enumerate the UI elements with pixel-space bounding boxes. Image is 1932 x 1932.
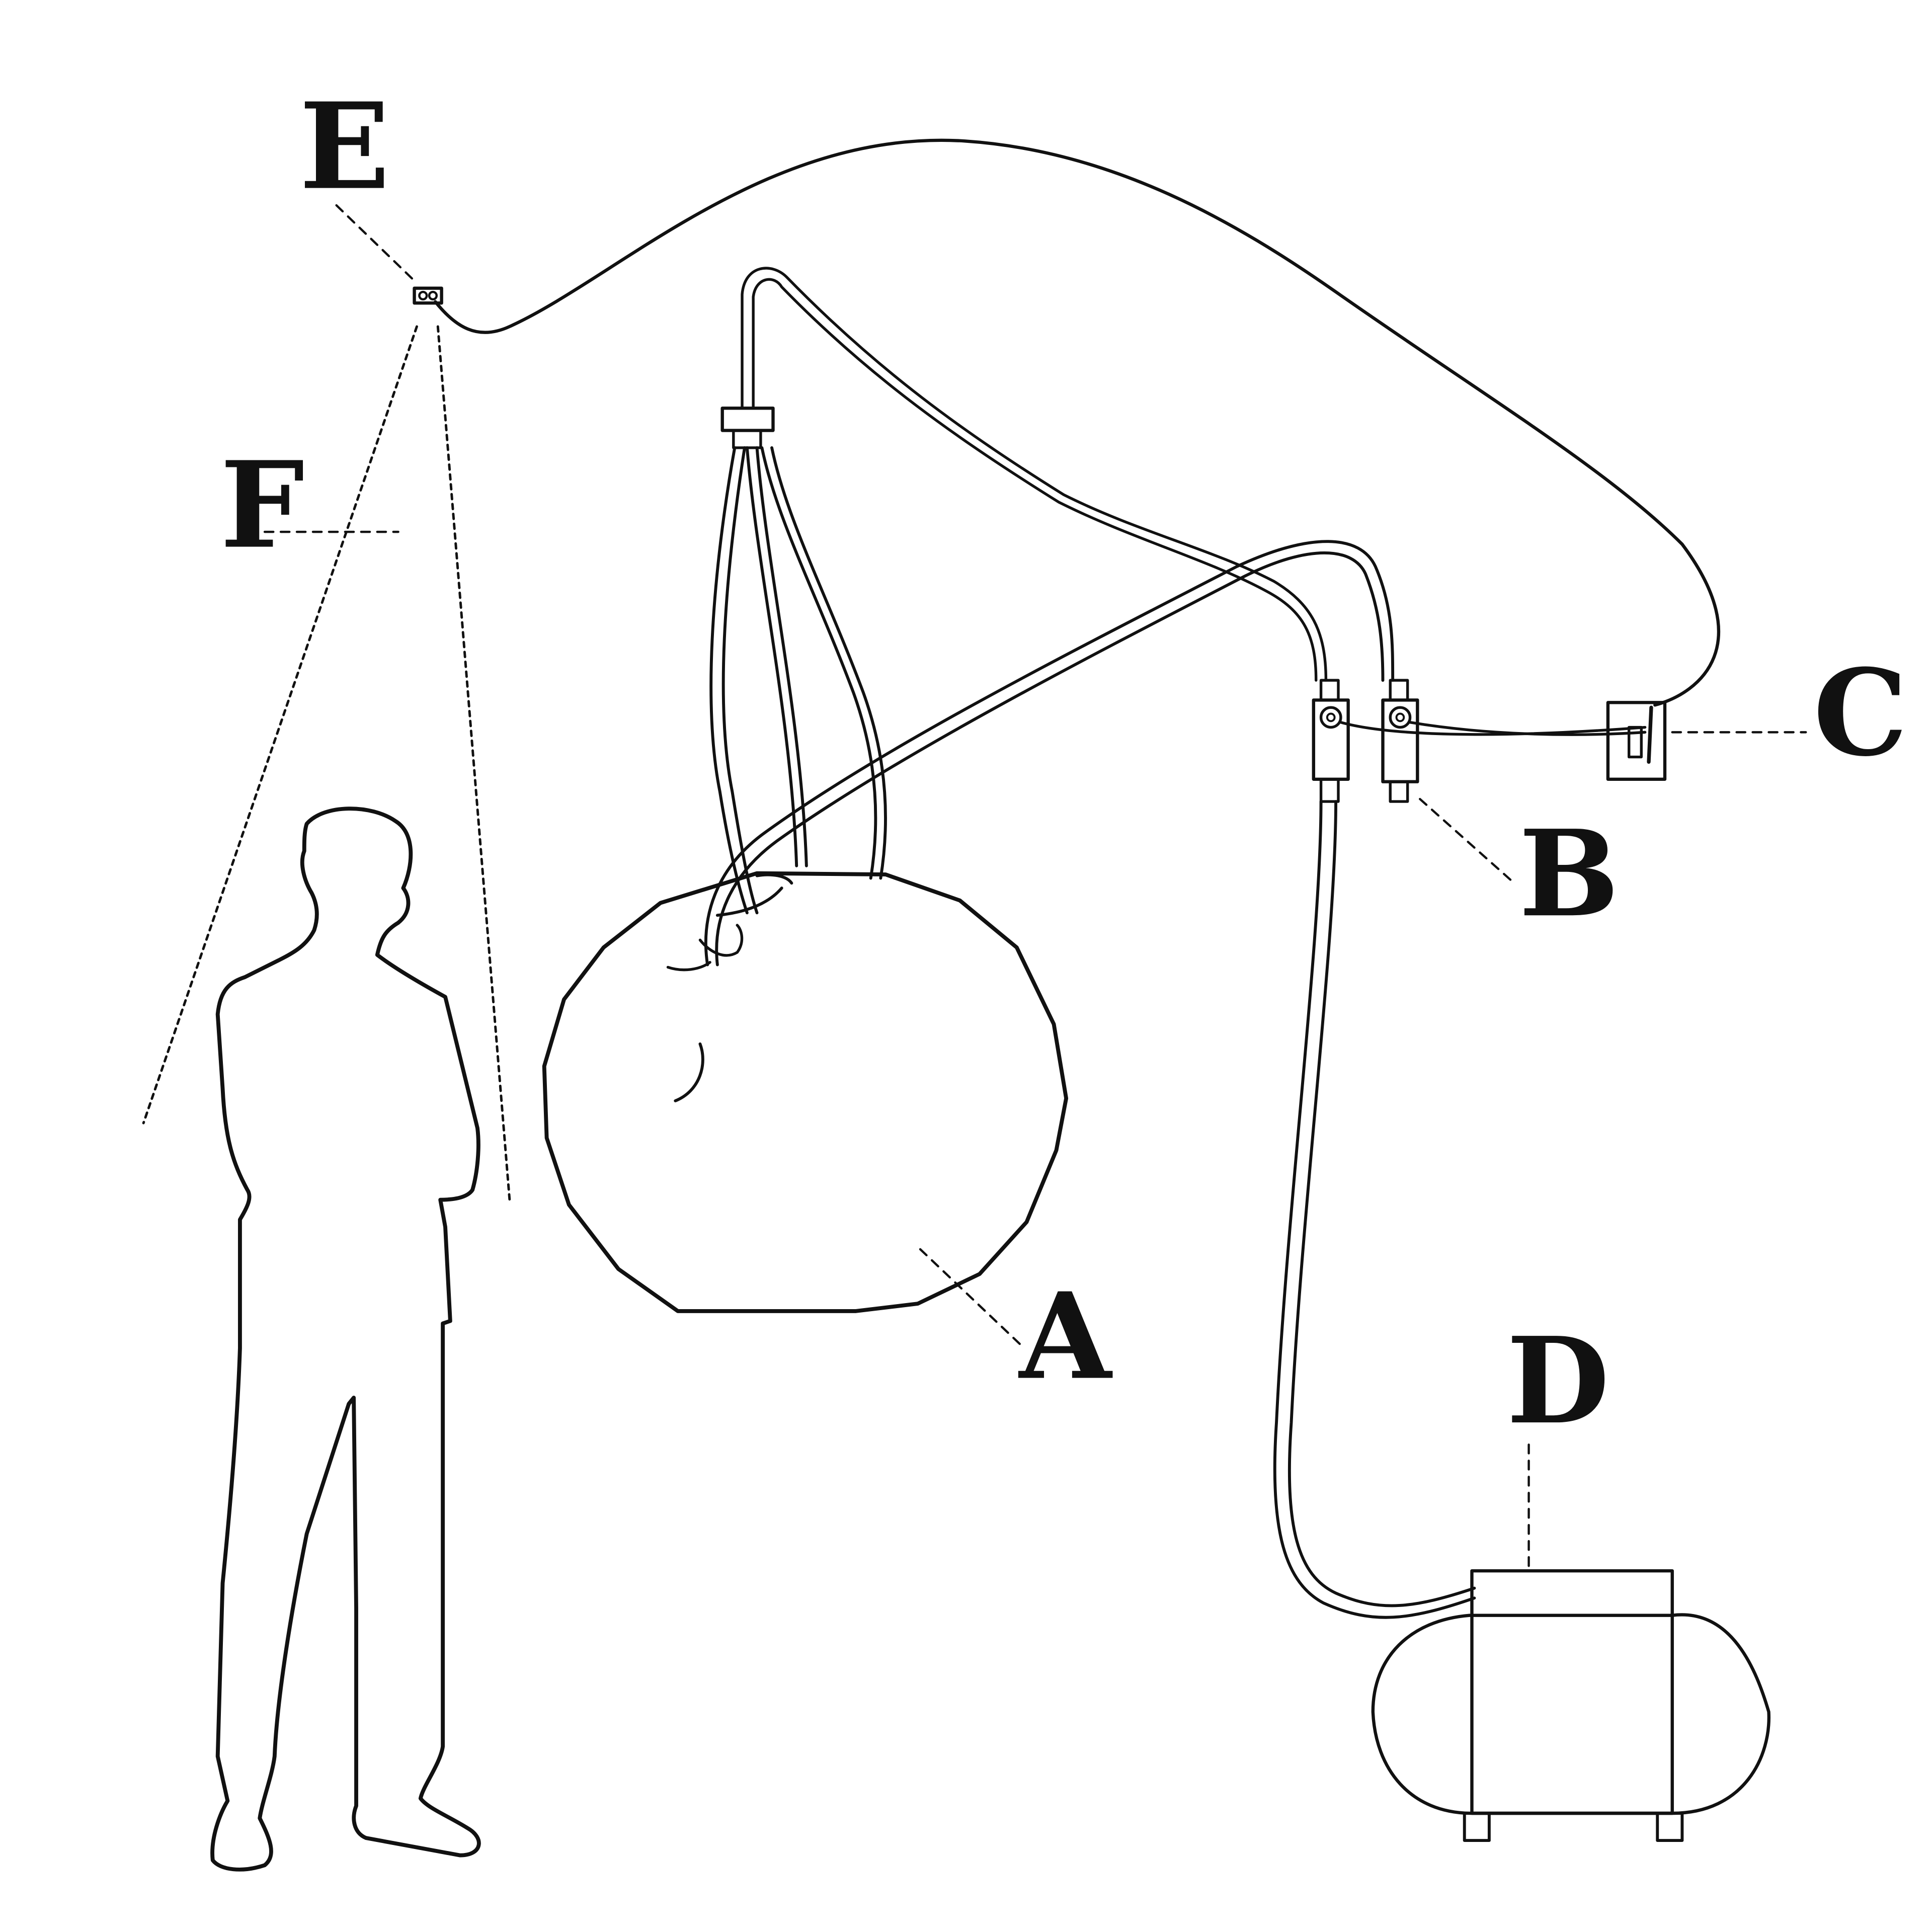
valve-pair	[1312, 679, 1419, 803]
sphere-lamp	[542, 871, 1069, 1313]
compressor-hose	[1273, 800, 1476, 1619]
controller-box	[1606, 701, 1667, 781]
hose-connector	[720, 407, 775, 432]
label-f: F	[220, 435, 305, 575]
valve-right	[1381, 698, 1419, 783]
label-d: D	[1506, 1311, 1609, 1451]
sensor-field-of-view	[142, 325, 511, 1201]
cross-hose	[666, 540, 1395, 972]
air-compressor	[1371, 1569, 1770, 1842]
sphere-arc	[674, 1042, 704, 1102]
sensor-cable	[434, 138, 1721, 707]
label-a: A	[1018, 1266, 1113, 1406]
valve-wires	[1339, 720, 1647, 736]
leader-lines	[263, 204, 1807, 1570]
sphere-outline	[542, 871, 1069, 1313]
label-c: C	[1813, 643, 1908, 783]
label-b: B	[1519, 803, 1619, 943]
person-silhouette	[210, 807, 481, 1872]
sphere-hoses	[709, 267, 1328, 917]
sensor-box	[413, 286, 443, 305]
valve-left	[1312, 698, 1350, 781]
label-e: E	[299, 76, 390, 216]
